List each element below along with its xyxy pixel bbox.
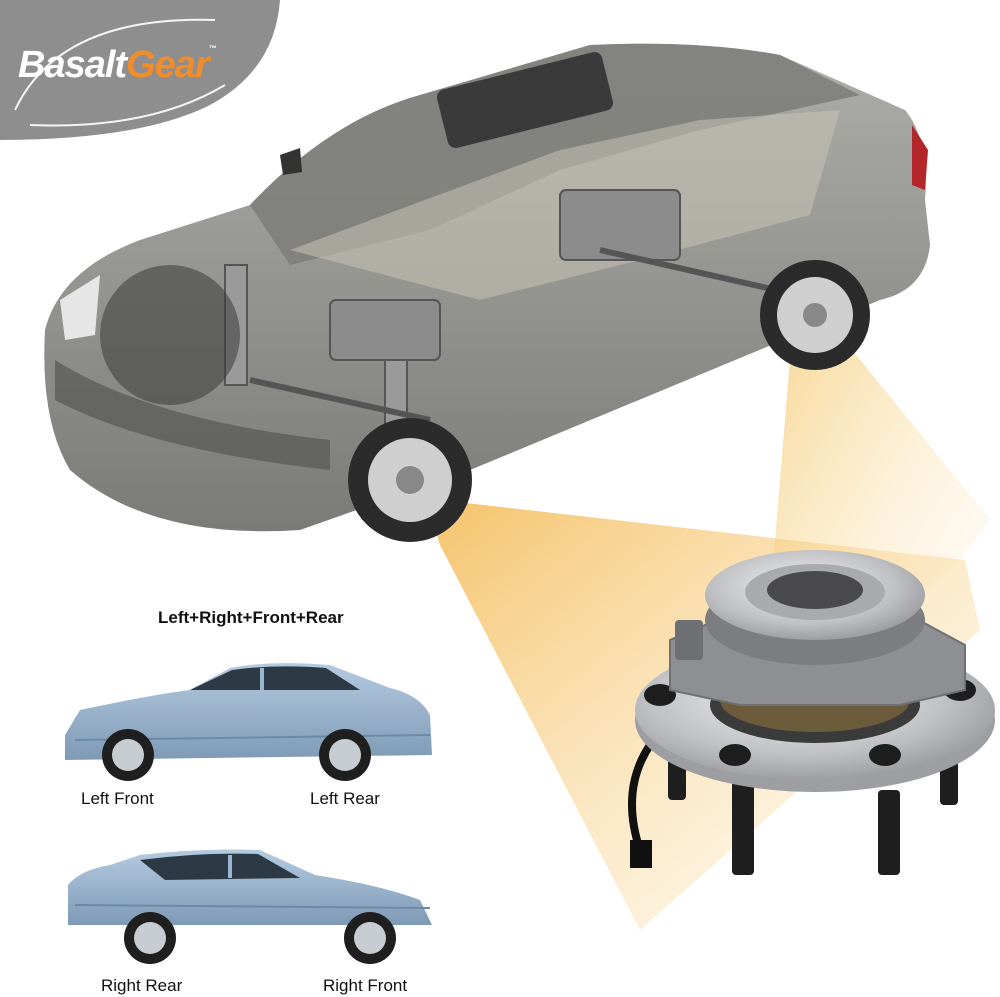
sedan-left-side-view	[65, 663, 432, 781]
label-left-rear: Left Rear	[310, 789, 380, 808]
cutaway-sedan	[44, 43, 931, 542]
sedan-right-side-view	[68, 849, 432, 964]
brand-name-first: Basalt	[18, 44, 127, 86]
label-left-front: Left Front	[81, 789, 154, 808]
brand-name-second: Gear	[126, 44, 210, 86]
label-right-rear: Right Rear	[101, 976, 183, 995]
label-right-front: Right Front	[323, 976, 408, 995]
brand-badge	[0, 0, 280, 140]
wheel-hub-bearing-assembly	[628, 550, 995, 875]
brand-logo: BasaltGear™	[18, 44, 217, 87]
trademark-mark: ™	[208, 44, 217, 53]
fitment-heading: Left+Right+Front+Rear	[158, 608, 344, 627]
